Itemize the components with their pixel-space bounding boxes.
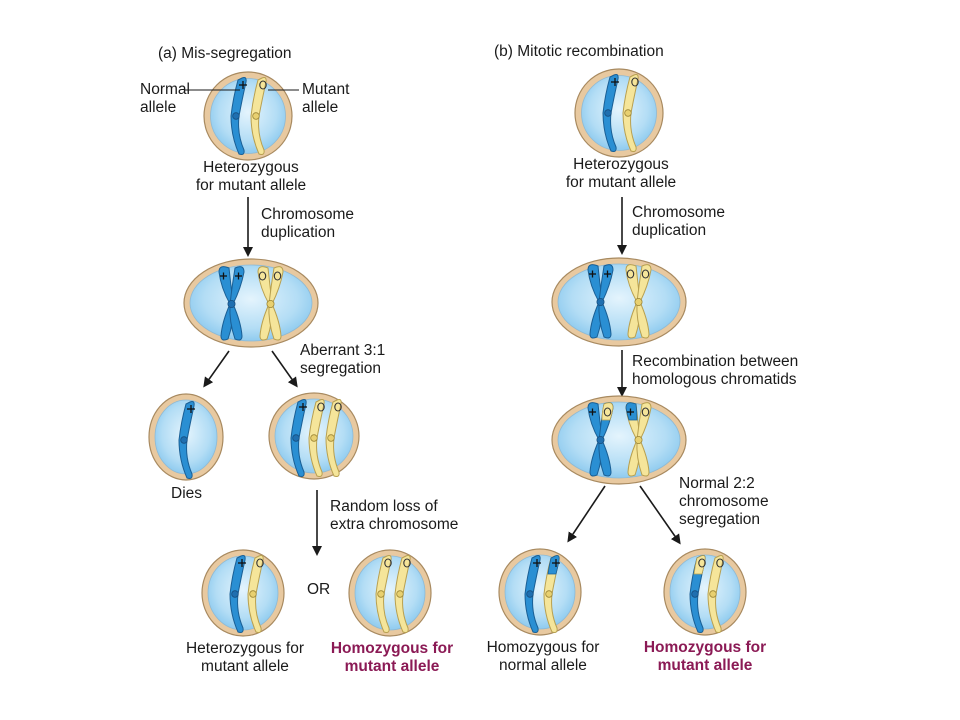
- normal-seg-line1: Normal 2:2: [679, 475, 755, 492]
- result-het-line2: mutant allele: [201, 658, 289, 675]
- cell-a-result-homozygous-mutant: [348, 549, 432, 637]
- panel-b-het-line2: for mutant allele: [565, 174, 677, 191]
- result-normal-line1: Homozygous for: [486, 639, 600, 656]
- aberrant-line2: segregation: [300, 360, 382, 377]
- aberrant-segregation-label: Aberrant 3:1 segregation: [300, 342, 385, 378]
- normal-seg-line2: chromosome: [679, 493, 769, 510]
- panel-a-result-hom-label: Homozygous for mutant allele: [320, 640, 464, 676]
- mutant-allele-line2: allele: [302, 99, 339, 116]
- or-label: OR: [307, 581, 331, 598]
- panel-a-het-line1: Heterozygous: [203, 159, 299, 176]
- arrow-b3-to-normal: [567, 485, 606, 543]
- cell-b-result-homozygous-normal: [498, 548, 582, 636]
- normal-seg-line3: segregation: [679, 511, 761, 528]
- aberrant-line1: Aberrant 3:1: [300, 342, 386, 359]
- cell-a-result-heterozygous: [201, 549, 285, 637]
- cell-b-result-homozygous-mutant: [663, 548, 747, 636]
- cell-b3-recombined: [551, 395, 687, 485]
- cell-b2-duplicated: [551, 257, 687, 347]
- result-hom-line1: Homozygous for: [330, 640, 454, 657]
- recombination-line1: Recombination between: [632, 353, 799, 370]
- panel-b-dup-line1: Chromosome: [632, 204, 726, 221]
- normal-allele-label: Normal allele: [140, 81, 190, 117]
- panel-a-duplication-label: Chromosome duplication: [261, 206, 354, 242]
- arrow-a2-to-dies: [203, 350, 230, 388]
- mutant-allele-label: Mutant allele: [302, 81, 349, 117]
- random-loss-line2: extra chromosome: [330, 516, 459, 533]
- random-loss-line1: Random loss of: [330, 498, 438, 515]
- normal-segregation-label: Normal 2:2 chromosome segregation: [679, 475, 769, 529]
- arrow-a2-to-aberrant: [271, 350, 298, 388]
- recombination-line2: homologous chromatids: [632, 371, 797, 388]
- result-normal-line2: normal allele: [499, 657, 587, 674]
- result-het-line1: Heterozygous for: [185, 640, 305, 657]
- cell-a1-heterozygous: [203, 71, 293, 161]
- panel-b-result-mutant-label: Homozygous for mutant allele: [632, 639, 778, 675]
- cell-a-aberrant: [268, 392, 360, 480]
- result-mutant-line2: mutant allele: [657, 657, 753, 674]
- arrow-b3-to-mutant: [639, 485, 681, 545]
- normal-allele-line2: allele: [140, 99, 177, 116]
- cell-a2-duplicated: [183, 258, 319, 348]
- dies-label: Dies: [171, 485, 203, 502]
- panel-a-heterozygous-label: Heterozygous for mutant allele: [178, 159, 324, 195]
- panel-b-result-normal-label: Homozygous for normal allele: [470, 639, 616, 675]
- panel-b-dup-line2: duplication: [632, 222, 707, 239]
- cell-a-dies: [148, 393, 224, 481]
- normal-allele-line1: Normal: [140, 81, 190, 98]
- recombination-label: Recombination between homologous chromat…: [632, 353, 798, 389]
- panel-b-heterozygous-label: Heterozygous for mutant allele: [547, 156, 695, 192]
- panel-a-result-het-label: Heterozygous for mutant allele: [170, 640, 320, 676]
- panel-b-duplication-label: Chromosome duplication: [632, 204, 725, 240]
- panel-a-het-line2: for mutant allele: [195, 177, 307, 194]
- panel-b: [498, 68, 747, 636]
- mutant-allele-line1: Mutant: [302, 81, 350, 98]
- panel-b-title: (b) Mitotic recombination: [494, 43, 664, 60]
- panel-a-dup-line2: duplication: [261, 224, 336, 241]
- result-mutant-line1: Homozygous for: [643, 639, 767, 656]
- cell-b1-heterozygous: [574, 68, 664, 158]
- panel-a: [148, 71, 432, 637]
- result-hom-line2: mutant allele: [344, 658, 440, 675]
- panel-a-dup-line1: Chromosome: [261, 206, 355, 223]
- panel-a-title: (a) Mis-segregation: [158, 45, 292, 62]
- panel-b-het-line1: Heterozygous: [573, 156, 669, 173]
- random-loss-label: Random loss of extra chromosome: [330, 498, 458, 534]
